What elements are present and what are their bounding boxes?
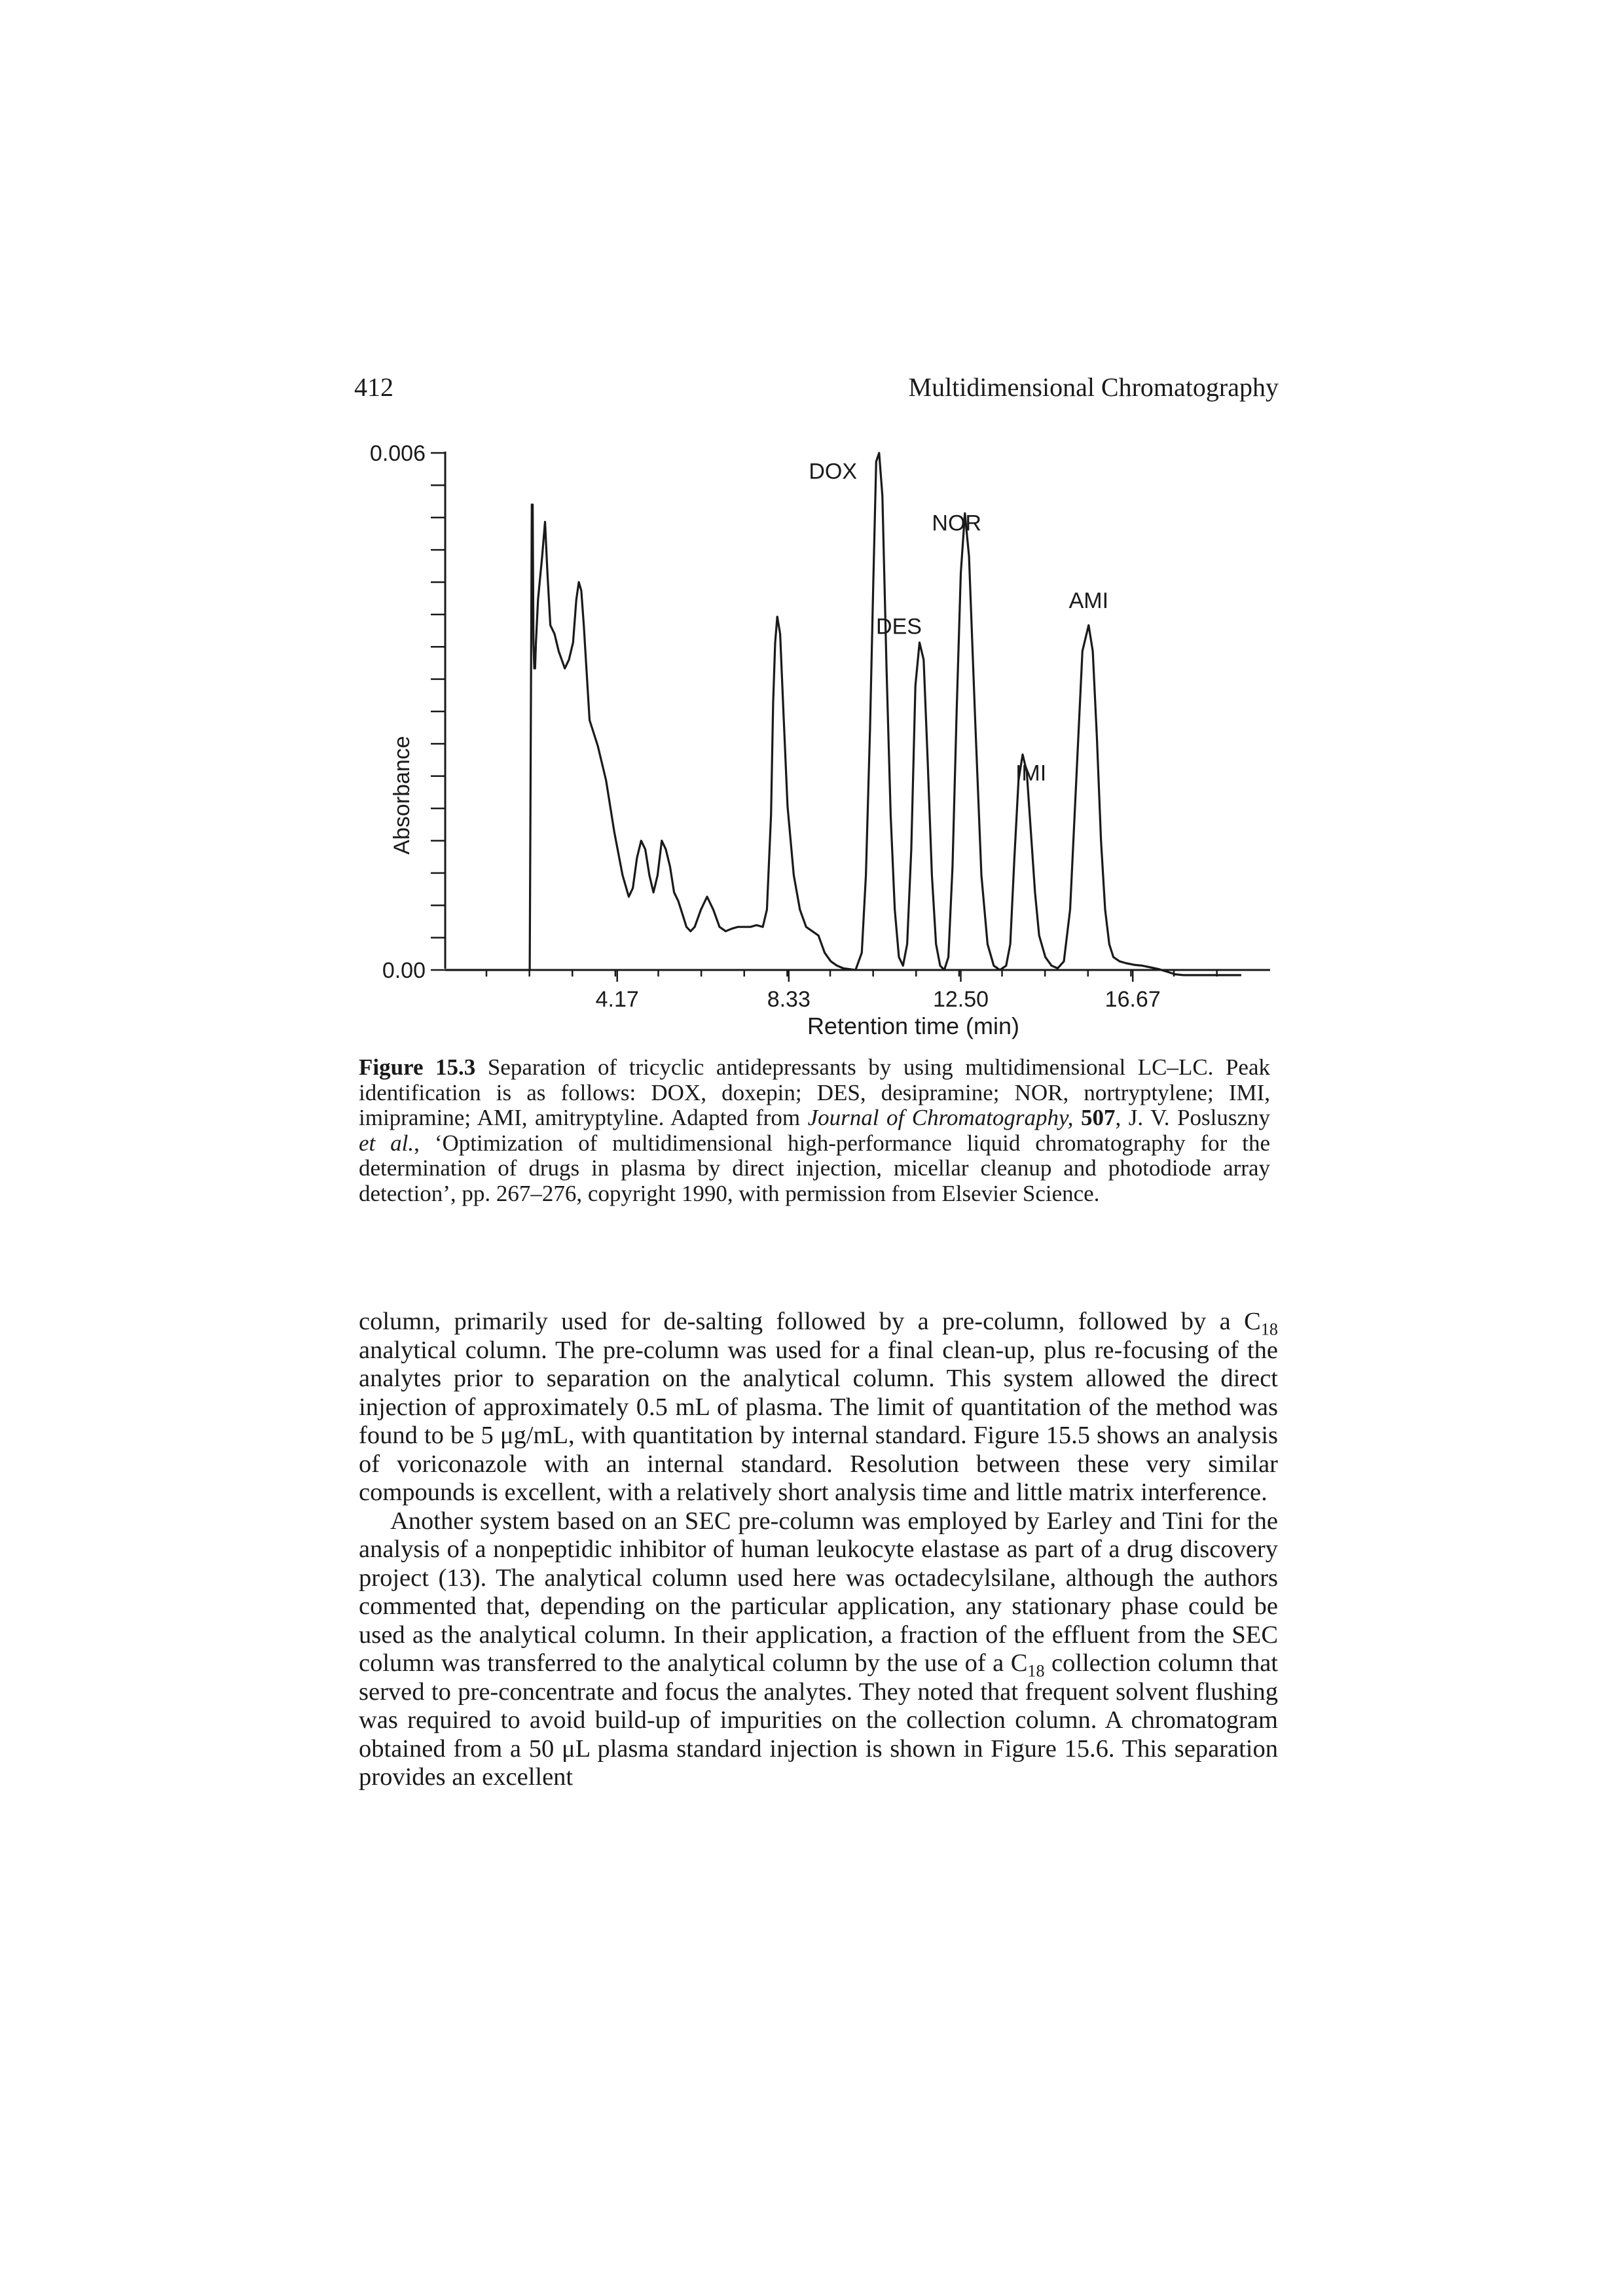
peak-label-imi: IMI <box>1015 761 1046 785</box>
peak-label-des: DES <box>876 615 922 639</box>
figure-label: Figure 15.3 <box>359 1054 476 1080</box>
caption-text-3: , ‘Optimization of multidimensional high… <box>359 1130 1271 1206</box>
paragraph-2-part-a: Another system based on an SEC pre-colum… <box>359 1507 1278 1677</box>
x-tick-labels: 4.17 8.33 12.50 16.67 <box>596 970 1161 1012</box>
x-tick-label: 4.17 <box>596 987 639 1012</box>
caption-etal: et al. <box>359 1130 414 1156</box>
running-title: Multidimensional Chromatography <box>908 372 1279 402</box>
x-tick-label: 16.67 <box>1105 987 1161 1012</box>
caption-journal: Journal of Chromatography, <box>807 1105 1074 1130</box>
y-tick-label-top: 0.006 <box>370 441 426 466</box>
paragraph-2-part-b: collection column that served to pre-con… <box>359 1649 1278 1791</box>
chart-axes <box>444 452 1270 971</box>
paragraph-1-part-a: column, primarily used for de-salting fo… <box>359 1308 1261 1335</box>
paragraph-2: Another system based on an SEC pre-colum… <box>359 1507 1278 1792</box>
caption-volume: 507 <box>1080 1105 1116 1130</box>
paragraph-1-subscript: 18 <box>1260 1319 1278 1339</box>
figure-caption: Figure 15.3 Separation of tricyclic anti… <box>359 1054 1271 1206</box>
paragraph-1-part-b: analytical column. The pre-column was us… <box>359 1336 1278 1507</box>
caption-text-1: Separation of tricyclic antidepressants … <box>359 1054 1271 1130</box>
peak-label-nor: NOR <box>932 511 981 536</box>
peak-label-dox: DOX <box>809 459 857 484</box>
body-text: column, primarily used for de-salting fo… <box>359 1308 1278 1792</box>
page-number: 412 <box>354 372 393 402</box>
page-header: 412 Multidimensional Chromatography <box>354 372 1279 411</box>
paragraph-2-subscript: 18 <box>1027 1661 1045 1681</box>
paragraph-1: column, primarily used for de-salting fo… <box>359 1308 1278 1507</box>
peak-label-ami: AMI <box>1069 588 1108 613</box>
x-ticks <box>485 970 1218 977</box>
x-axis-label: Retention time (min) <box>807 1013 1019 1039</box>
y-axis-label: Absorbance <box>390 736 414 854</box>
x-tick-label: 8.33 <box>767 987 811 1012</box>
y-tick-label-bottom: 0.00 <box>382 958 426 983</box>
y-ticks <box>431 452 445 971</box>
caption-text-2: , J. V. Posluszny <box>1115 1105 1270 1130</box>
chromatogram-figure: 0.006 0.00 Absorbance Retention time (mi… <box>327 419 1296 1047</box>
peak-labels: DOX DES NOR IMI AMI <box>809 459 1108 786</box>
chromatogram-trace <box>445 452 1241 977</box>
x-tick-label: 12.50 <box>933 987 989 1012</box>
chromatogram-chart: 0.006 0.00 Absorbance Retention time (mi… <box>370 441 1270 1039</box>
